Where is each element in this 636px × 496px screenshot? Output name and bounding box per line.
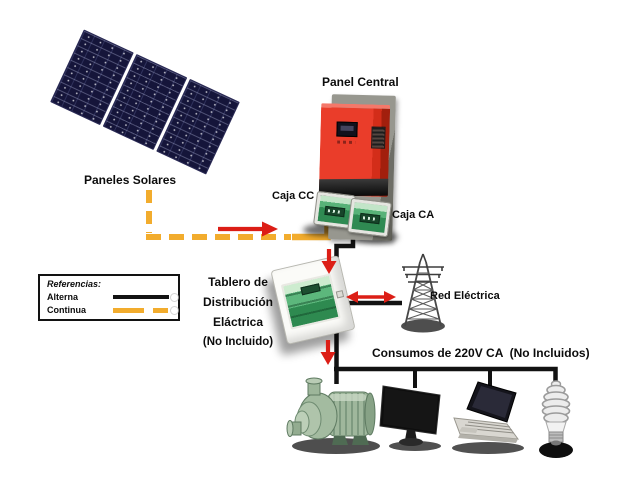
legend-item-alterna: Alterna: [47, 292, 179, 302]
label-panel-central: Panel Central: [322, 75, 399, 89]
label-consumos: Consumos de 220V CA (No Incluidos): [372, 346, 590, 360]
power-tower-icon: [401, 253, 445, 333]
laptop-icon: [452, 381, 524, 454]
label-tablero-line4: (No Incluido): [202, 336, 274, 348]
label-caja-ca: Caja CA: [392, 209, 435, 221]
label-tablero-line1: Tablero de: [208, 275, 268, 289]
tv-icon: [379, 385, 441, 451]
legend-sample-solid: [113, 293, 179, 302]
legend-item-continua: Continua: [47, 305, 179, 315]
legend-box: Referencias: Alterna Continua: [38, 274, 180, 321]
label-tablero-line3: Eláctrica: [212, 315, 264, 329]
loads-group: [286, 377, 573, 458]
cfl-bulb-icon: [539, 380, 573, 458]
legend-label-continua: Continua: [47, 305, 86, 315]
legend-sample-dashed: [113, 306, 179, 315]
label-tablero-line2: Distribución: [202, 295, 273, 309]
label-caja-cc: Caja CC: [272, 190, 315, 202]
legend-label-alterna: Alterna: [47, 292, 79, 302]
pump-icon: [286, 377, 380, 454]
label-red-electrica: Red Eléctrica: [430, 290, 500, 302]
legend-title: Referencias:: [47, 279, 102, 289]
label-paneles-solares: Paneles Solares: [84, 173, 177, 187]
label-tablero: Tablero de Distribución Eláctrica (No In…: [192, 272, 284, 352]
